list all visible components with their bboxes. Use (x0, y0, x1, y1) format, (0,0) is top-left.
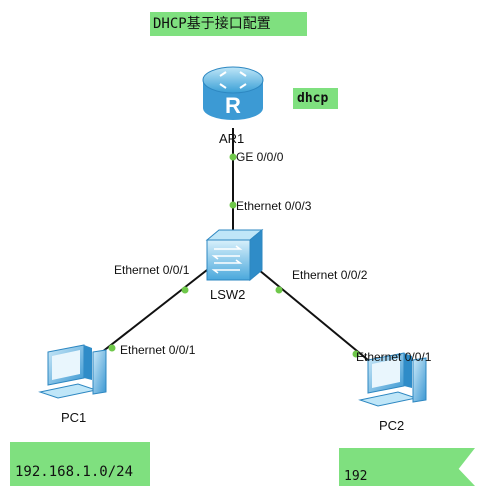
link-lsw2-pc1[interactable] (101, 269, 208, 353)
router-label: AR1 (219, 131, 245, 146)
port-dot-lsw-e1 (181, 286, 189, 294)
interface-label-lsw-e1: Ethernet 0/0/1 (114, 263, 190, 277)
link-lsw2-pc2[interactable] (258, 269, 369, 361)
switch-icon[interactable] (205, 228, 264, 282)
interface-label-ar1-ge: GE 0/0/0 (236, 150, 284, 164)
port-dot-lsw-e2 (275, 286, 283, 294)
dhcp-note[interactable]: dhcp (293, 88, 338, 109)
pc-icon[interactable] (38, 344, 107, 399)
port-dot-lsw-e3 (229, 201, 237, 209)
interface-label-lsw-e3: Ethernet 0/0/3 (236, 199, 312, 213)
interface-label-lsw-e2: Ethernet 0/0/2 (292, 268, 368, 282)
port-dot-ar1-ge (229, 153, 237, 161)
router-icon[interactable]: R (202, 66, 264, 120)
pc2-label: PC2 (379, 418, 405, 433)
pc2-subnet-note[interactable]: 192 (339, 448, 475, 486)
svg-text:R: R (225, 93, 241, 118)
pc1-subnet-note[interactable]: 192.168.1.0/24 (10, 442, 150, 486)
interface-label-pc2-e1: Ethernet 0/0/1 (356, 350, 432, 364)
switch-label: LSW2 (210, 287, 246, 302)
title-note[interactable]: DHCP基于接口配置 (150, 12, 307, 36)
port-dot-pc1-e1 (108, 344, 116, 352)
pc1-label: PC1 (61, 410, 87, 425)
port-dot-pc2-e1 (352, 350, 360, 358)
interface-label-pc1-e1: Ethernet 0/0/1 (120, 343, 196, 357)
pc-icon[interactable] (358, 352, 427, 407)
